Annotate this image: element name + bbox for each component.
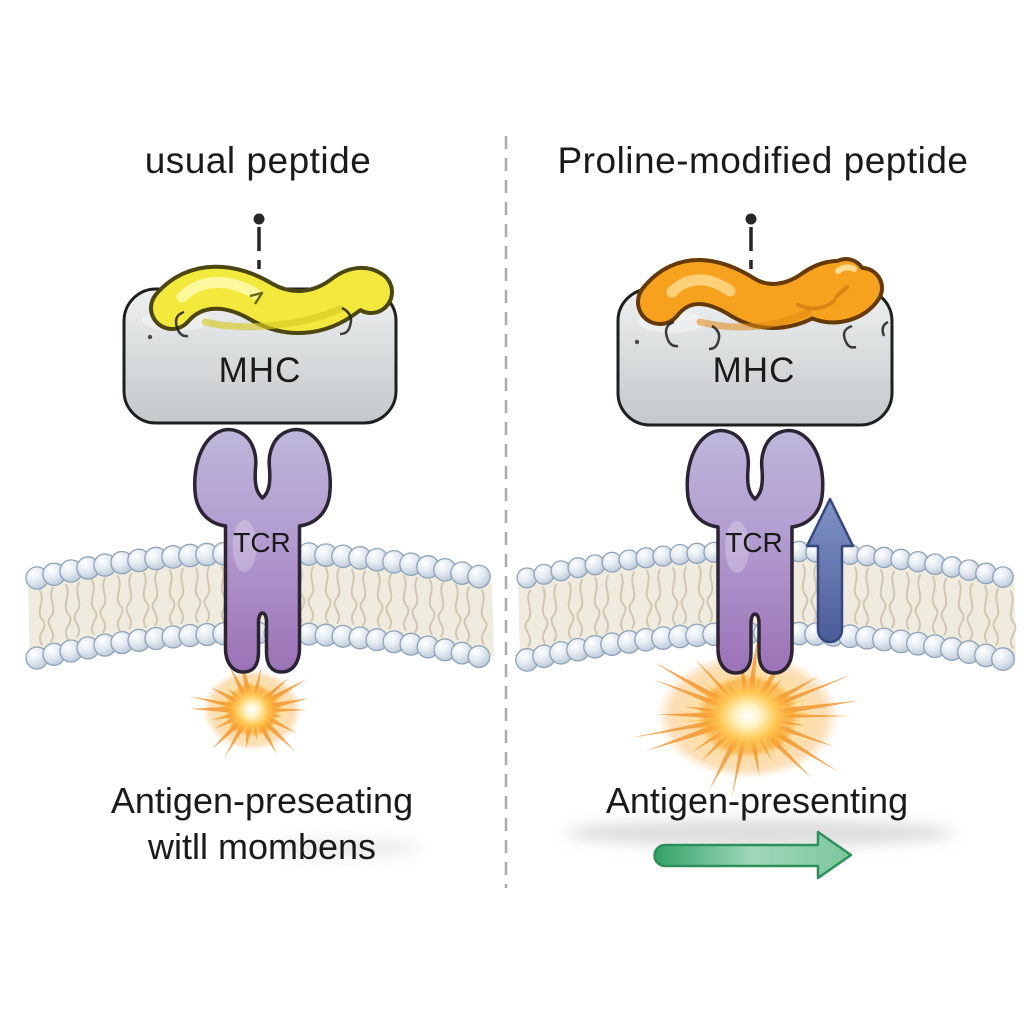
panel-left [25, 213, 494, 758]
tcr-left [193, 427, 332, 674]
pin-icon-right [745, 213, 757, 284]
starburst-large [632, 632, 860, 797]
caption-left-line1: Antigen-preseating [110, 780, 414, 821]
starburst-small [189, 656, 309, 758]
tcr-label-left: TCR [233, 527, 291, 558]
peptide-anchor-hooks-left [174, 306, 353, 338]
up-arrow-icon [805, 497, 855, 644]
peptide-usual [149, 264, 394, 335]
panel-title-left: usual peptide [144, 140, 372, 181]
panel-right [515, 213, 1017, 797]
mhc-label-right: MHC [712, 351, 796, 390]
pin-icon-left [253, 213, 265, 280]
mhc-label-left: MHC [218, 351, 302, 390]
caption-shadow-right [565, 819, 955, 847]
tcr-label-right: TCR [725, 527, 783, 558]
caption-left-line2: witll mombens [147, 826, 377, 867]
right-arrow-icon [653, 830, 853, 880]
peptide-proline-modified [636, 257, 884, 331]
peptide-anchor-hooks-right [664, 320, 889, 351]
panel-title-right: Proline-modified peptide [557, 140, 969, 181]
caption-right-line1: Antigen-presenting [605, 780, 909, 821]
tcr-right [685, 428, 825, 675]
caption-shadow-left [270, 838, 420, 858]
